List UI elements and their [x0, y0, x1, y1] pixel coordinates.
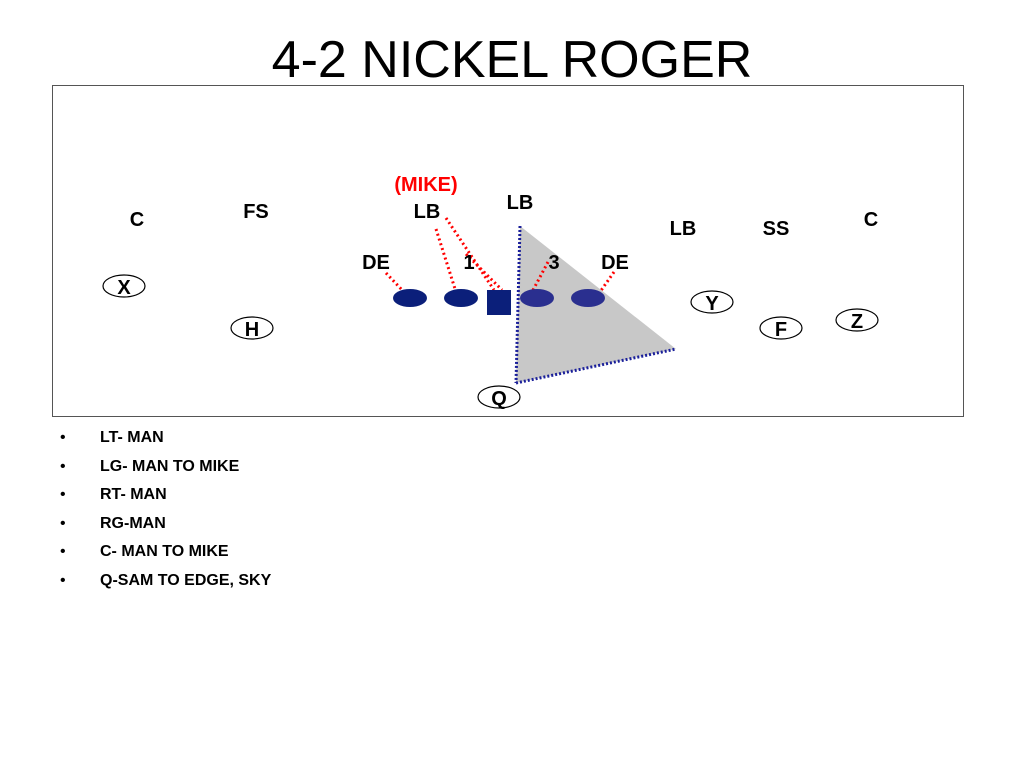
assignment-text: C- MAN TO MIKE	[100, 543, 229, 561]
lb-middle-label: LB	[507, 192, 534, 214]
list-item: • RG-MAN	[60, 510, 271, 539]
left-guard-marker	[444, 289, 478, 307]
block-line-c-gap	[464, 252, 504, 292]
center-marker	[487, 290, 511, 315]
player-q-label: Q	[491, 388, 507, 410]
right-tackle-marker	[571, 289, 605, 307]
player-f-label: F	[775, 319, 787, 341]
player-f-oval	[759, 316, 803, 340]
slide-title: 4-2 NICKEL ROGER	[271, 31, 753, 89]
list-item: • Q-SAM TO EDGE, SKY	[60, 567, 271, 596]
player-z-label: Z	[851, 311, 863, 333]
assignment-text: RG-MAN	[100, 514, 166, 532]
list-item: • LT- MAN	[60, 424, 271, 453]
de-right-label: DE	[601, 252, 629, 274]
bullet-icon: •	[60, 571, 66, 589]
gap-three-label: 3	[548, 252, 559, 274]
mike-label: (MIKE)	[394, 174, 457, 196]
corner-right-label: C	[864, 209, 878, 231]
corner-left-label: C	[130, 209, 144, 231]
player-h-oval	[230, 316, 274, 340]
block-line-lg	[434, 228, 458, 293]
blocking-assignment-lines	[384, 217, 616, 294]
strong-safety-label: SS	[763, 218, 790, 240]
assignment-text: LT- MAN	[100, 429, 164, 446]
player-h-label: H	[245, 319, 259, 341]
bullet-icon: •	[60, 543, 66, 561]
bullet-icon: •	[60, 457, 66, 475]
bullet-icon: •	[60, 514, 66, 532]
assignment-text: RT- MAN	[100, 486, 167, 504]
assignment-text: Q-SAM TO EDGE, SKY	[100, 571, 272, 589]
assignment-text: LG- MAN TO MIKE	[100, 457, 240, 475]
block-line-rg	[530, 261, 550, 293]
player-x-label: X	[117, 277, 131, 299]
left-tackle-marker	[393, 289, 427, 307]
de-left-label: DE	[362, 252, 390, 274]
player-y-label: Y	[705, 293, 719, 315]
bullet-icon: •	[60, 429, 66, 446]
gap-one-label: 1	[463, 252, 474, 274]
player-x-oval	[102, 274, 146, 298]
player-q-oval	[477, 385, 521, 409]
block-line-lt	[384, 271, 406, 294]
lb-right-label: LB	[670, 218, 697, 240]
player-y-oval	[690, 290, 734, 314]
play-diagram-frame	[52, 85, 964, 417]
bullet-icon: •	[60, 486, 66, 504]
coverage-line-edge	[515, 347, 677, 385]
block-line-rt	[598, 271, 616, 293]
list-item: • C- MAN TO MIKE	[60, 538, 271, 567]
right-guard-marker	[520, 289, 554, 307]
assignment-list: • LT- MAN • LG- MAN TO MIKE • RT- MAN • RG-M…	[60, 424, 271, 596]
lb-mike-label: LB	[414, 201, 441, 223]
free-safety-label: FS	[243, 201, 269, 223]
list-item: • RT- MAN	[60, 481, 271, 510]
list-item: • LG- MAN TO MIKE	[60, 453, 271, 482]
player-z-oval	[835, 308, 879, 332]
